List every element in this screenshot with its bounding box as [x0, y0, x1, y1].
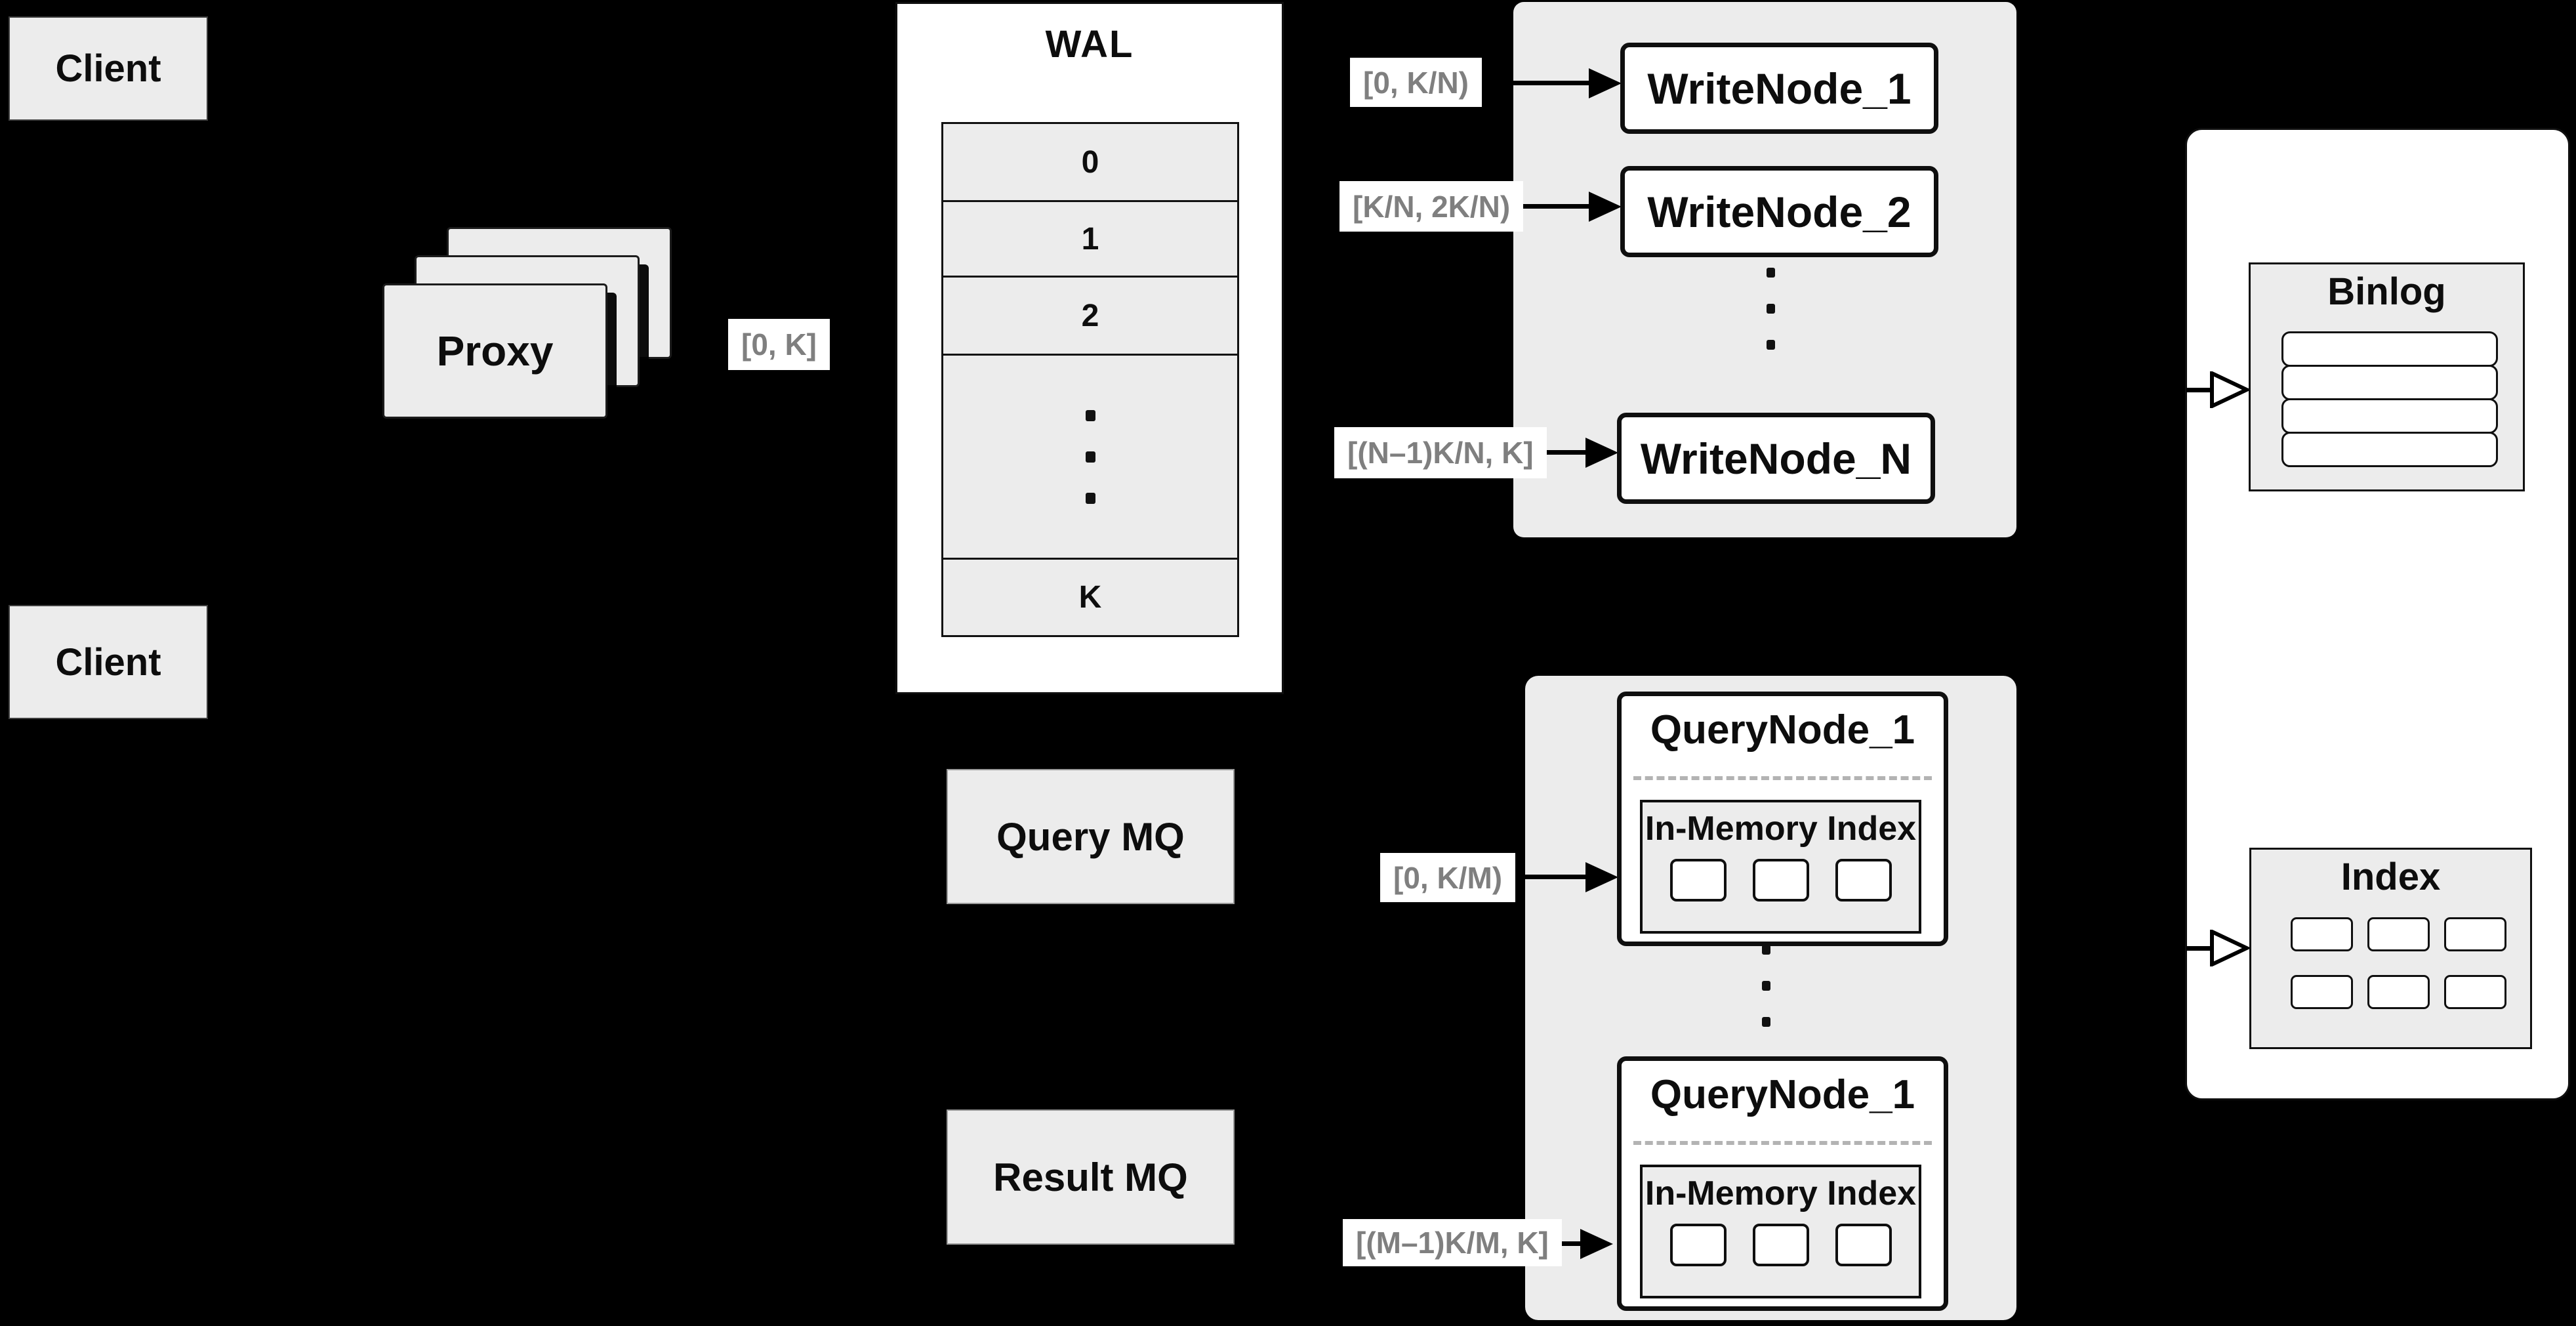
- solid-arrowhead-icon: [1585, 438, 1618, 468]
- arrow-shaft: [1496, 875, 1585, 879]
- wal-row: K: [941, 558, 1239, 637]
- query-node-title: QueryNode_1: [1650, 707, 1915, 753]
- ellipsis-dot: [1767, 340, 1775, 350]
- write-node-2-box: WriteNode_2: [1620, 166, 1938, 257]
- result-mq-label: Result MQ: [993, 1155, 1188, 1199]
- index-segment-cell: [1752, 1224, 1809, 1266]
- client-label: Client: [55, 640, 161, 684]
- dashed-divider: [1633, 1141, 1932, 1145]
- solid-arrowhead-icon: [1589, 68, 1622, 98]
- vertical-ellipsis-icon: [1767, 268, 1775, 350]
- index-cell: [2367, 917, 2430, 951]
- in-memory-index-box: In-Memory Index: [1640, 800, 1921, 934]
- wal-row: 1: [941, 200, 1239, 278]
- index-title: Index: [2341, 856, 2441, 898]
- index-segment-cell: [1669, 1224, 1727, 1266]
- arrow-shaft: [2186, 946, 2214, 951]
- vertical-ellipsis-icon: [1085, 409, 1095, 504]
- write-node-label: WriteNode_2: [1647, 187, 1912, 236]
- wal-title: WAL: [1045, 23, 1134, 66]
- client-box-bottom: Client: [9, 605, 208, 719]
- solid-arrowhead-icon: [1580, 1229, 1613, 1259]
- index-cell: [2291, 975, 2353, 1009]
- index-segment-cell: [1835, 859, 1892, 901]
- index-cell: [2367, 975, 2430, 1009]
- index-segment-cell: [1752, 859, 1809, 901]
- range-label-write2: [K/N, 2K/N): [1339, 181, 1524, 232]
- index-cell: [2444, 917, 2506, 951]
- arrow-shaft: [1476, 81, 1589, 85]
- write-node-label: WriteNode_1: [1647, 64, 1912, 113]
- ellipsis-dot: [1762, 945, 1770, 955]
- index-segment-cell: [1669, 859, 1727, 901]
- ellipsis-dot: [1767, 304, 1775, 314]
- client-box-top: Client: [9, 16, 208, 121]
- binlog-row: [2281, 398, 2498, 434]
- open-arrowhead-icon: [2210, 930, 2249, 966]
- solid-arrowhead-icon: [1589, 192, 1622, 222]
- ellipsis-dot: [1762, 981, 1770, 991]
- vertical-ellipsis-icon: [1762, 945, 1770, 1027]
- query-node-box-bottom: QueryNode_1 In-Memory Index: [1617, 1056, 1948, 1311]
- wal-table: 0 1 2 K: [941, 122, 1239, 637]
- result-mq-box: Result MQ: [947, 1109, 1235, 1245]
- range-label-query1: [0, K/M): [1380, 853, 1516, 902]
- binlog-box: Binlog: [2249, 262, 2525, 491]
- ellipsis-dot: [1085, 451, 1095, 463]
- index-cell: [2291, 917, 2353, 951]
- range-label-queryN: [(M–1)K/M, K]: [1343, 1219, 1562, 1266]
- range-label-write1: [0, K/N): [1350, 58, 1482, 107]
- ellipsis-dot: [1085, 492, 1095, 504]
- query-mq-label: Query MQ: [996, 814, 1185, 859]
- arrow-shaft: [2186, 388, 2214, 392]
- index-segment-cell: [1835, 1224, 1892, 1266]
- write-node-label: WriteNode_N: [1640, 434, 1912, 483]
- ellipsis-dot: [1762, 1017, 1770, 1027]
- ellipsis-dot: [1085, 409, 1095, 421]
- in-memory-index-title: In-Memory Index: [1645, 1174, 1917, 1212]
- proxy-box-front: Proxy: [382, 283, 607, 419]
- in-memory-index-cells: [1643, 1224, 1919, 1266]
- in-memory-index-box: In-Memory Index: [1640, 1165, 1921, 1298]
- solid-arrowhead-icon: [1585, 862, 1618, 892]
- wal-row-label: 2: [1081, 298, 1099, 333]
- query-node-box-top: QueryNode_1 In-Memory Index: [1617, 692, 1948, 946]
- client-label: Client: [55, 47, 161, 90]
- arrow-shaft: [1505, 204, 1589, 209]
- dashed-divider: [1633, 776, 1932, 780]
- index-box: Index: [2249, 848, 2532, 1049]
- binlog-row: [2281, 331, 2498, 367]
- range-label-proxy-out: [0, K]: [728, 319, 830, 370]
- binlog-title: Binlog: [2327, 270, 2446, 313]
- wal-row-label: K: [1078, 580, 1102, 615]
- write-node-n-box: WriteNode_N: [1617, 413, 1935, 504]
- range-label-writeN: [(N–1)K/N, K]: [1334, 427, 1547, 478]
- wal-row: 2: [941, 276, 1239, 356]
- wal-row-label: 0: [1081, 144, 1099, 180]
- binlog-row: [2281, 432, 2498, 467]
- wal-panel: WAL 0 1 2 K: [895, 2, 1284, 694]
- wal-row-ellipsis: [941, 354, 1239, 560]
- in-memory-index-cells: [1643, 859, 1919, 901]
- index-cell: [2444, 975, 2506, 1009]
- binlog-row: [2281, 365, 2498, 400]
- binlog-rows: [2281, 331, 2498, 467]
- query-node-title: QueryNode_1: [1650, 1072, 1915, 1117]
- wal-row: 0: [941, 122, 1239, 202]
- proxy-label: Proxy: [436, 327, 554, 375]
- write-node-1-box: WriteNode_1: [1620, 43, 1938, 134]
- ellipsis-dot: [1767, 268, 1775, 278]
- open-arrowhead-icon: [2210, 371, 2249, 408]
- in-memory-index-title: In-Memory Index: [1645, 810, 1917, 848]
- wal-row-label: 1: [1081, 221, 1099, 257]
- query-mq-box: Query MQ: [947, 769, 1235, 904]
